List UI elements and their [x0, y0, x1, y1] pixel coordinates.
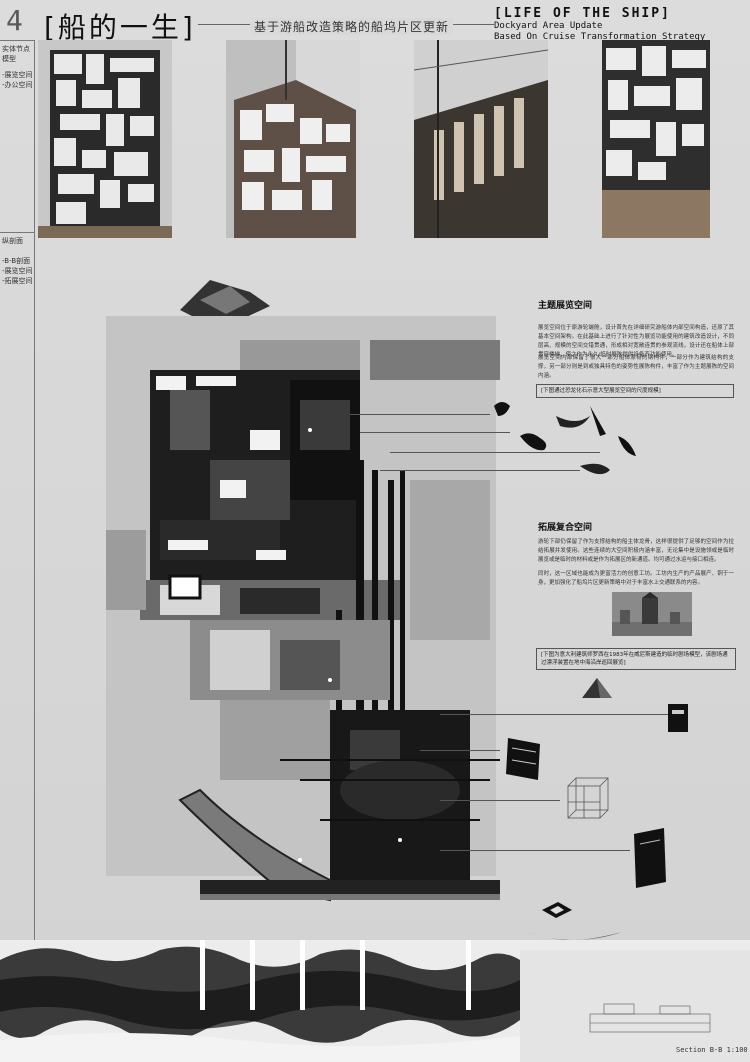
grid-cube-object — [567, 777, 609, 819]
rail-divider — [0, 40, 34, 41]
model-photo-3 — [414, 40, 548, 238]
leader-line — [440, 800, 560, 801]
rail-item-exhibition: -展览空间 — [2, 71, 33, 79]
model-photo-2 — [226, 40, 360, 238]
model-photo-4 — [602, 40, 710, 238]
exhibition-paragraph-2: 展览空间内部保留了很大一部分船体原有的钢构件，一部分作为建筑结构的支撑，另一部分… — [538, 355, 734, 379]
exhibition-note: [下图通过恐龙化石示意大型展览空间的尺度规模] — [536, 384, 734, 398]
section-scale-label: Section B-B 1:100 — [676, 1046, 748, 1054]
english-subtitle-line-2: Based On Cruise Transformation Strategy — [494, 32, 706, 42]
leader-line — [440, 850, 630, 851]
rail-group-2-title: 纵剖面 — [2, 237, 23, 245]
leader-line — [390, 452, 600, 453]
ground-strip — [0, 940, 750, 1062]
model-photo-strip — [38, 40, 710, 238]
block-object-2 — [506, 738, 540, 780]
exhibition-heading: 主题展览空间 — [538, 301, 593, 311]
rail-item-exhibition-space: -展览空间 — [2, 267, 33, 275]
page-subtitle: 基于游船改造策略的船坞片区更新 — [250, 18, 454, 35]
rail-group-1-items: -展览空间 -办公空间 — [2, 70, 33, 90]
rail-group-2-items: -B-B剖面 -展览空间 -拓展空间 — [2, 256, 33, 286]
model-photo-1 — [38, 40, 172, 238]
extension-note: [下图为意大利建筑师罗西在1983年在威尼斯建造的临时剧场模型，该剧场通过漂浮装… — [536, 648, 736, 670]
rail-item-office: -办公空间 — [2, 81, 33, 89]
rail-group-1: 实体节点 模型 — [2, 44, 30, 64]
page-title: [船的一生] — [44, 11, 196, 44]
pyramid-object — [582, 678, 612, 698]
english-subtitle-line-1: Dockyard Area Update — [494, 21, 603, 31]
leader-line — [380, 470, 580, 471]
rail-group-1-title-a: 实体节点 — [2, 45, 30, 53]
extension-paragraph-1: 游轮下部仍保留了作为支撑结构的船主体龙骨，这样很提供了足够的空间作为拉结拓展并发… — [538, 539, 734, 563]
dinosaur-fossils — [494, 402, 636, 475]
leader-line — [420, 750, 500, 751]
english-title: [LIFE OF THE SHIP] — [494, 6, 671, 21]
rail-divider — [0, 232, 34, 233]
block-object-3 — [634, 828, 666, 888]
extension-heading: 拓展复合空间 — [538, 523, 593, 533]
left-rail-line — [34, 40, 35, 1040]
leader-line — [440, 714, 670, 715]
frame-object — [542, 902, 572, 918]
roof-sculpture — [180, 280, 270, 320]
english-title-block: [LIFE OF THE SHIP] Dockyard Area Update … — [494, 6, 718, 42]
rail-group-1-title-b: 模型 — [2, 55, 16, 63]
block-object-1 — [668, 704, 688, 732]
leader-line — [360, 432, 510, 433]
leader-line — [350, 414, 490, 415]
section-bb-drawing — [100, 280, 520, 940]
extension-paragraph-2: 同时，这一区域也能成为更富活力的创意工坊。工坊内生产的产品展产、铜于一身，更加强… — [538, 571, 734, 586]
exhibition-paragraph-1: 展览空间位于原游轮端舱，设计首先在详细研究游船体内部空间构造，还原了其基本空间架… — [538, 325, 734, 358]
rail-item-section-bb: -B-B剖面 — [2, 257, 31, 265]
rossi-theatre-photo — [612, 592, 692, 636]
rail-item-extension-space: -拓展空间 — [2, 277, 33, 285]
page-number: 4 — [6, 4, 23, 37]
